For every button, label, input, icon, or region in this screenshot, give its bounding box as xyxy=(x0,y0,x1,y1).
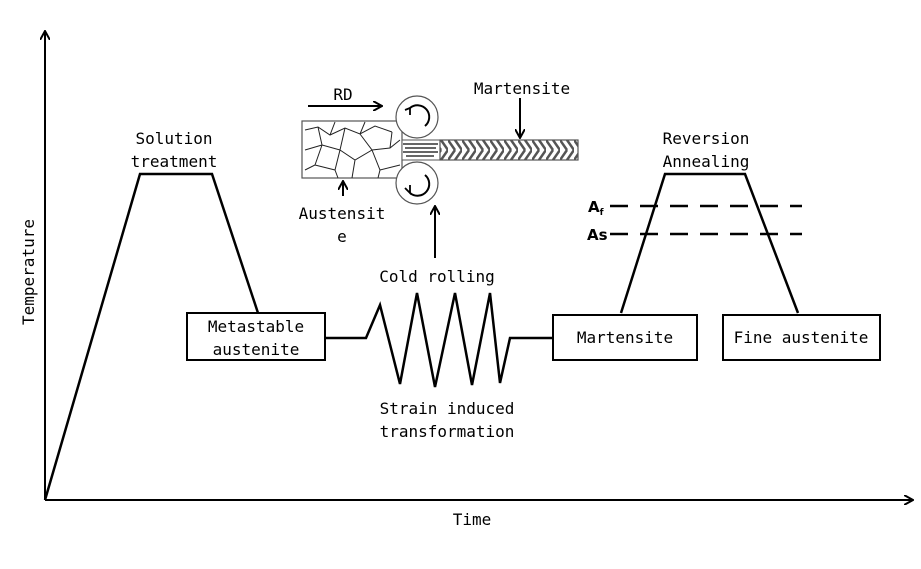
martensite-strip xyxy=(439,139,579,161)
deformed-zone xyxy=(401,139,441,161)
metastable-label-2: austenite xyxy=(213,340,300,359)
rotate-ccw-icon xyxy=(409,104,431,127)
fine-austenite-label: Fine austenite xyxy=(734,328,869,347)
as-label: As xyxy=(587,226,608,244)
cold-rolling-label: Cold rolling xyxy=(379,267,495,286)
reversion-label-2: Annealing xyxy=(663,152,750,171)
af-label: Af xyxy=(588,198,604,218)
rotate-cw-icon xyxy=(409,174,431,197)
elongated-grains xyxy=(403,143,438,157)
cold-rolling-zigzag xyxy=(325,292,553,388)
rolling-schematic: RD Martensite Austensit e xyxy=(299,79,579,258)
rotate-arrowhead-icon xyxy=(404,185,411,196)
metastable-label-1: Metastable xyxy=(208,317,304,336)
solution-label-1: Solution xyxy=(135,129,212,148)
solution-treatment-curve xyxy=(43,172,260,501)
austenite-label-2: e xyxy=(337,227,347,246)
strain-label-1: Strain induced xyxy=(380,399,515,418)
martensite-box-label: Martensite xyxy=(577,328,673,347)
solution-label-2: treatment xyxy=(131,152,218,171)
lower-roller xyxy=(395,161,439,205)
martensite-label: Martensite xyxy=(474,79,570,98)
rotate-arrowhead-icon xyxy=(404,106,411,115)
reversion-annealing-curve xyxy=(619,172,800,314)
reversion-label-1: Reversion xyxy=(663,129,750,148)
x-axis-label: Time xyxy=(453,510,492,529)
martensite-box xyxy=(552,314,698,361)
austenite-label-1: Austensit xyxy=(299,204,386,223)
y-axis-label: Temperature xyxy=(19,219,38,325)
metastable-austenite-box xyxy=(186,312,326,361)
strain-label-2: transformation xyxy=(380,422,515,441)
austenite-block xyxy=(301,120,403,179)
austenite-grains xyxy=(304,121,401,179)
rd-label: RD xyxy=(333,85,352,104)
upper-roller xyxy=(395,95,439,139)
fine-austenite-box xyxy=(722,314,881,361)
